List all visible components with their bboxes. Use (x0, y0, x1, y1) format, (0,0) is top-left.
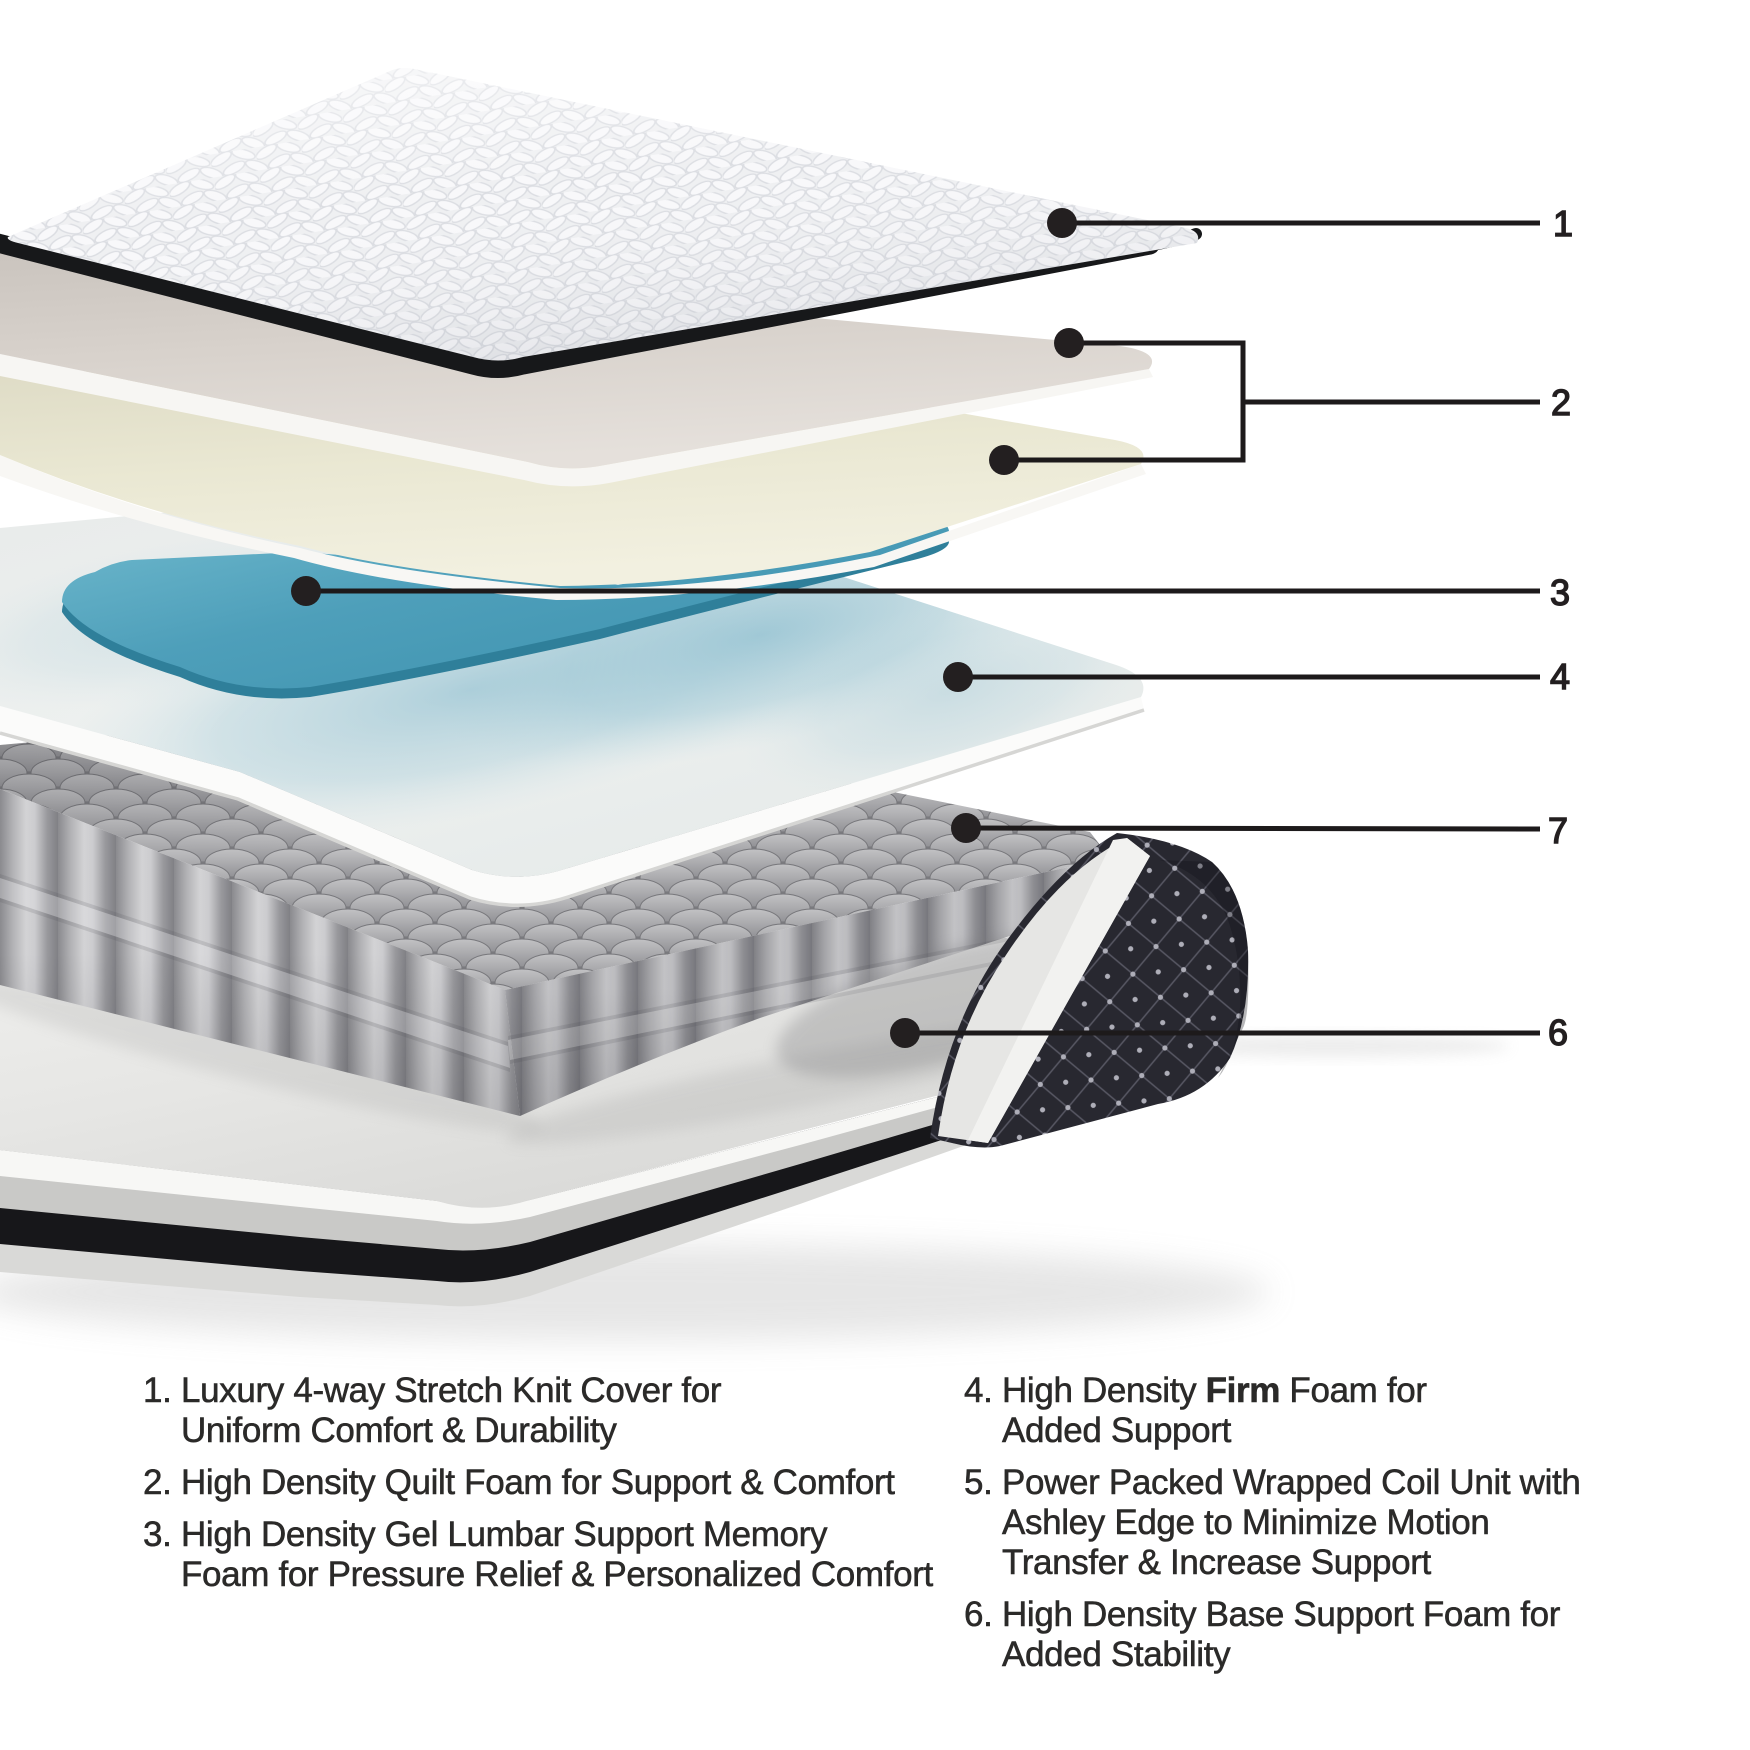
svg-text:2: 2 (1551, 382, 1571, 423)
svg-text:6: 6 (1548, 1012, 1568, 1053)
svg-text:3: 3 (1550, 572, 1570, 613)
svg-text:7: 7 (1548, 810, 1568, 851)
svg-text:1: 1 (1553, 203, 1573, 244)
svg-text:4: 4 (1550, 656, 1570, 697)
